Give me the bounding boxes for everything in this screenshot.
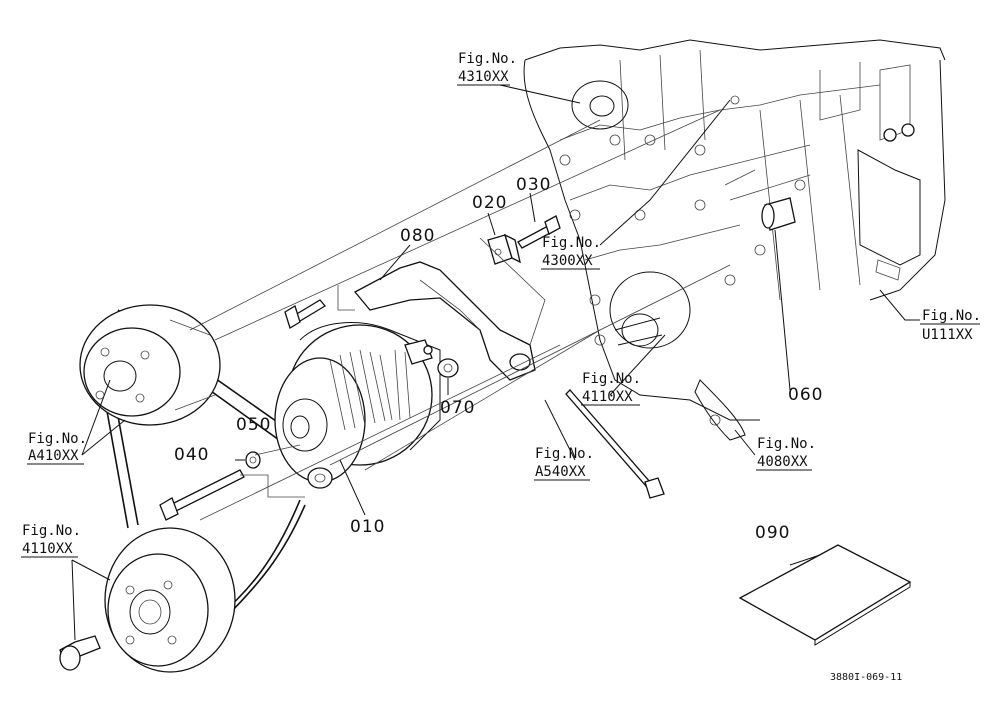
part-number-020: 020 — [472, 193, 507, 213]
stud-A540 — [565, 389, 665, 499]
svg-text:A410XX: A410XX — [28, 448, 79, 464]
callout-4080: Fig.No. 4080XX — [756, 436, 816, 471]
svg-text:4310XX: 4310XX — [458, 69, 509, 85]
callout-A410: Fig.No. A410XX — [27, 431, 87, 465]
fan-pulley — [79, 304, 221, 426]
bracket-080 — [353, 261, 536, 381]
part-number-010: 010 — [350, 517, 385, 537]
part-number-090: 090 — [755, 523, 790, 543]
callout-4300: Fig.No. 4300XX — [541, 235, 601, 270]
svg-text:4300XX: 4300XX — [542, 253, 593, 269]
callout-4110-mid: Fig.No. 4110XX — [581, 371, 641, 406]
svg-text:U111XX: U111XX — [922, 327, 973, 343]
svg-text:Fig.No.: Fig.No. — [582, 371, 641, 387]
bolt-080-small — [284, 299, 326, 329]
engine-block — [523, 39, 946, 441]
adjust-block-020 — [487, 233, 521, 265]
svg-text:4080XX: 4080XX — [757, 454, 808, 470]
svg-text:4110XX: 4110XX — [582, 389, 633, 405]
callout-4310: Fig.No. 4310XX — [457, 51, 517, 86]
svg-text:Fig.No.: Fig.No. — [458, 51, 517, 67]
part-number-030: 030 — [516, 175, 551, 195]
callout-A540: Fig.No. A540XX — [534, 446, 594, 481]
alternator — [274, 322, 441, 489]
svg-text:Fig.No.: Fig.No. — [28, 431, 87, 447]
part-number-050: 050 — [236, 415, 271, 435]
crank-pulley — [59, 527, 236, 673]
part-number-070: 070 — [440, 398, 475, 418]
svg-text:4110XX: 4110XX — [22, 541, 73, 557]
part-number-080: 080 — [400, 226, 435, 246]
part-number-040: 040 — [174, 445, 209, 465]
svg-text:A540XX: A540XX — [535, 464, 586, 480]
svg-text:Fig.No.: Fig.No. — [922, 308, 981, 324]
callout-U111: Fig.No. U111XX — [920, 308, 981, 343]
part-number-060: 060 — [788, 385, 823, 405]
svg-text:Fig.No.: Fig.No. — [542, 235, 601, 251]
leader-lines — [71, 84, 920, 641]
callout-4110-left: Fig.No. 4110XX — [21, 523, 81, 558]
nut-070 — [437, 358, 459, 378]
svg-text:Fig.No.: Fig.No. — [757, 436, 816, 452]
svg-text:Fig.No.: Fig.No. — [535, 446, 594, 462]
svg-text:Fig.No.: Fig.No. — [22, 523, 81, 539]
washer-050 — [245, 451, 261, 469]
bolt-040 — [159, 469, 245, 521]
decal-090 — [738, 544, 912, 646]
drawing-code: 3880I-069-11 — [830, 672, 902, 683]
bolt-030 — [517, 215, 561, 249]
